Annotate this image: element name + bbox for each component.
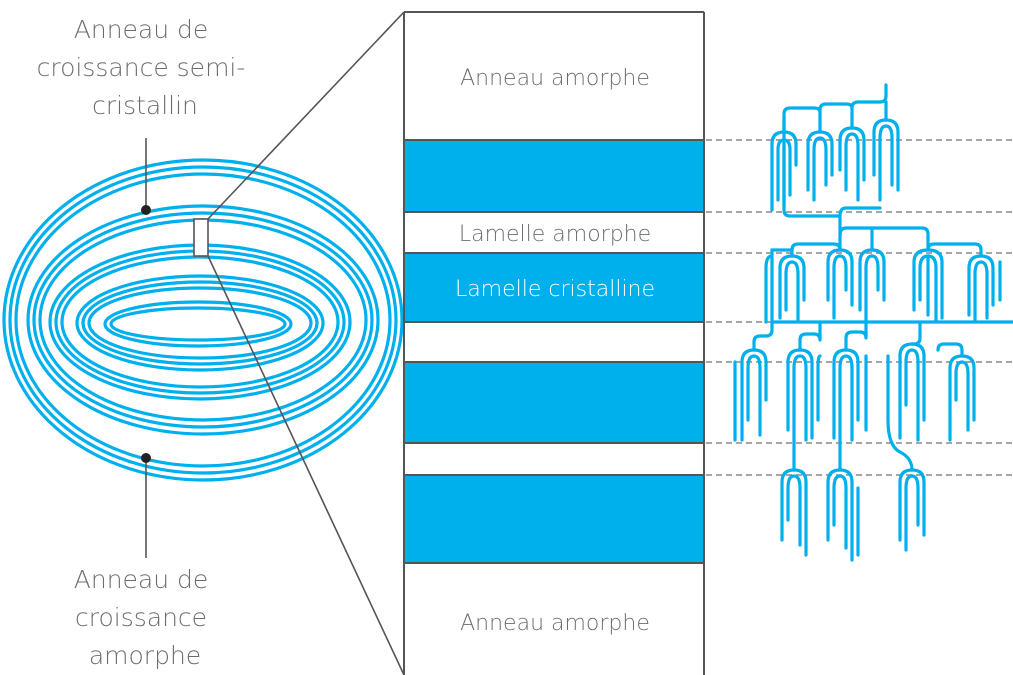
label-amorphous-line-1: Anneau de — [74, 565, 209, 594]
ring-2-2 — [32, 211, 374, 429]
ring-4-3 — [87, 286, 313, 360]
label-amorphous-line-3: amorphe — [89, 641, 201, 670]
zoom-line-bottom — [207, 255, 405, 675]
band-crystalline-2 — [404, 253, 704, 322]
label-amorphous-line-2: croissance — [75, 603, 207, 632]
ring-3-1 — [48, 243, 352, 401]
label-semicrystalline-ring: Anneau de croissance semi- cristallin — [37, 15, 254, 120]
band-amorphous-ring-bottom — [404, 563, 704, 675]
label-band-bottom: Anneau amorphe — [460, 611, 650, 636]
label-semicrystalline-line-1: Anneau de — [74, 15, 209, 44]
ring-marker-amorphous — [141, 453, 151, 463]
ring-outer-3 — [14, 172, 392, 468]
ring-core-2 — [109, 306, 287, 342]
zoom-line-top — [207, 11, 405, 220]
band-amorphous-ring-top — [404, 12, 704, 140]
ring-4-1 — [75, 274, 325, 372]
ring-core-1 — [103, 300, 293, 348]
label-amorphous-ring: Anneau de croissance amorphe — [74, 565, 217, 670]
starch-granule — [2, 158, 404, 482]
ring-2-1 — [26, 204, 380, 436]
ring-3-3 — [60, 255, 340, 389]
label-semicrystalline-line-2: croissance semi- — [37, 53, 246, 82]
band-amorphous-2 — [404, 322, 704, 362]
band-crystalline-4 — [404, 475, 704, 563]
label-crystalline-lamella: Lamelle cristalline — [455, 277, 655, 302]
label-amorphous-lamella: Lamelle amorphe — [459, 222, 651, 247]
ring-outer-1 — [2, 158, 404, 482]
ring-3-2 — [54, 249, 346, 395]
ring-4-2 — [81, 280, 319, 366]
band-amorphous-3 — [404, 443, 704, 475]
ring-marker-semicrystalline — [141, 205, 151, 215]
label-semicrystalline-line-3: cristallin — [92, 91, 198, 120]
band-crystalline-3 — [404, 362, 704, 443]
band-crystalline-1 — [404, 140, 704, 212]
zoom-selection-box — [193, 218, 209, 257]
amylopectin-branch-structure — [733, 83, 1013, 562]
ring-outer-2 — [8, 165, 398, 475]
lamella-column: Anneau amorphe Lamelle amorphe Lamelle c… — [403, 11, 705, 675]
band-amorphous-1 — [404, 212, 704, 253]
label-band-top: Anneau amorphe — [460, 66, 650, 91]
